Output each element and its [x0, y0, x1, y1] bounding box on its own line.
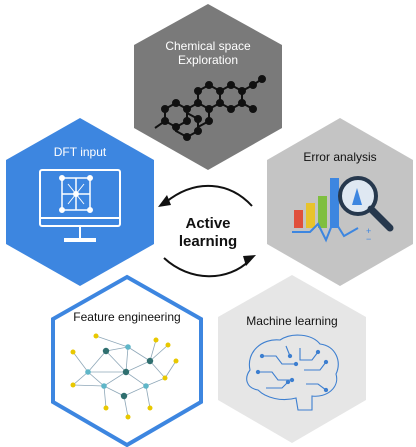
molecule-icon — [154, 75, 266, 141]
magnifier-handle — [367, 205, 394, 232]
bar-yellow — [306, 203, 315, 228]
feature-engineering-label: Feature engineering — [73, 310, 180, 324]
network-graph-icon — [70, 333, 179, 420]
monitor-icon — [39, 169, 121, 242]
active-learning-cycle: Active learning — [158, 184, 256, 278]
bar-blue — [330, 178, 339, 228]
circuit-brain-icon — [246, 334, 339, 411]
center-label-line1: Active — [185, 215, 230, 232]
hexagon-machine-learning: Machine learning — [218, 275, 366, 443]
chemical-space-label-line1: Chemical space — [165, 39, 251, 53]
cycle-arrow-top — [165, 184, 253, 207]
center-label-line2: learning — [179, 233, 237, 250]
minus-icon: − — [366, 234, 371, 244]
plus-minus-icon: + — [366, 226, 371, 236]
bar-green — [318, 196, 327, 228]
hexagon-dft-input-shape — [6, 118, 154, 286]
chart-magnifier-icon: + − — [292, 176, 394, 244]
hexagon-error-analysis: Error analysis + − — [267, 118, 413, 286]
hexagon-machine-learning-shape — [218, 275, 366, 443]
bar-red — [294, 210, 303, 228]
trend-line — [292, 217, 359, 243]
cycle-arrowhead-top — [158, 195, 171, 207]
cycle-arrow-bottom — [163, 257, 251, 278]
hexagon-dft-input: DFT input — [6, 118, 154, 286]
hexagon-chemical-space: Chemical space Exploration — [134, 4, 282, 170]
cycle-arrowhead-bottom — [243, 255, 256, 266]
hexagon-feature-engineering: Feature engineering — [51, 274, 203, 447]
machine-learning-label: Machine learning — [246, 314, 337, 328]
error-analysis-label: Error analysis — [303, 150, 376, 164]
magnifier-arrow — [352, 188, 362, 205]
chemical-space-label-line2: Exploration — [178, 53, 238, 67]
dft-input-label: DFT input — [54, 145, 107, 159]
